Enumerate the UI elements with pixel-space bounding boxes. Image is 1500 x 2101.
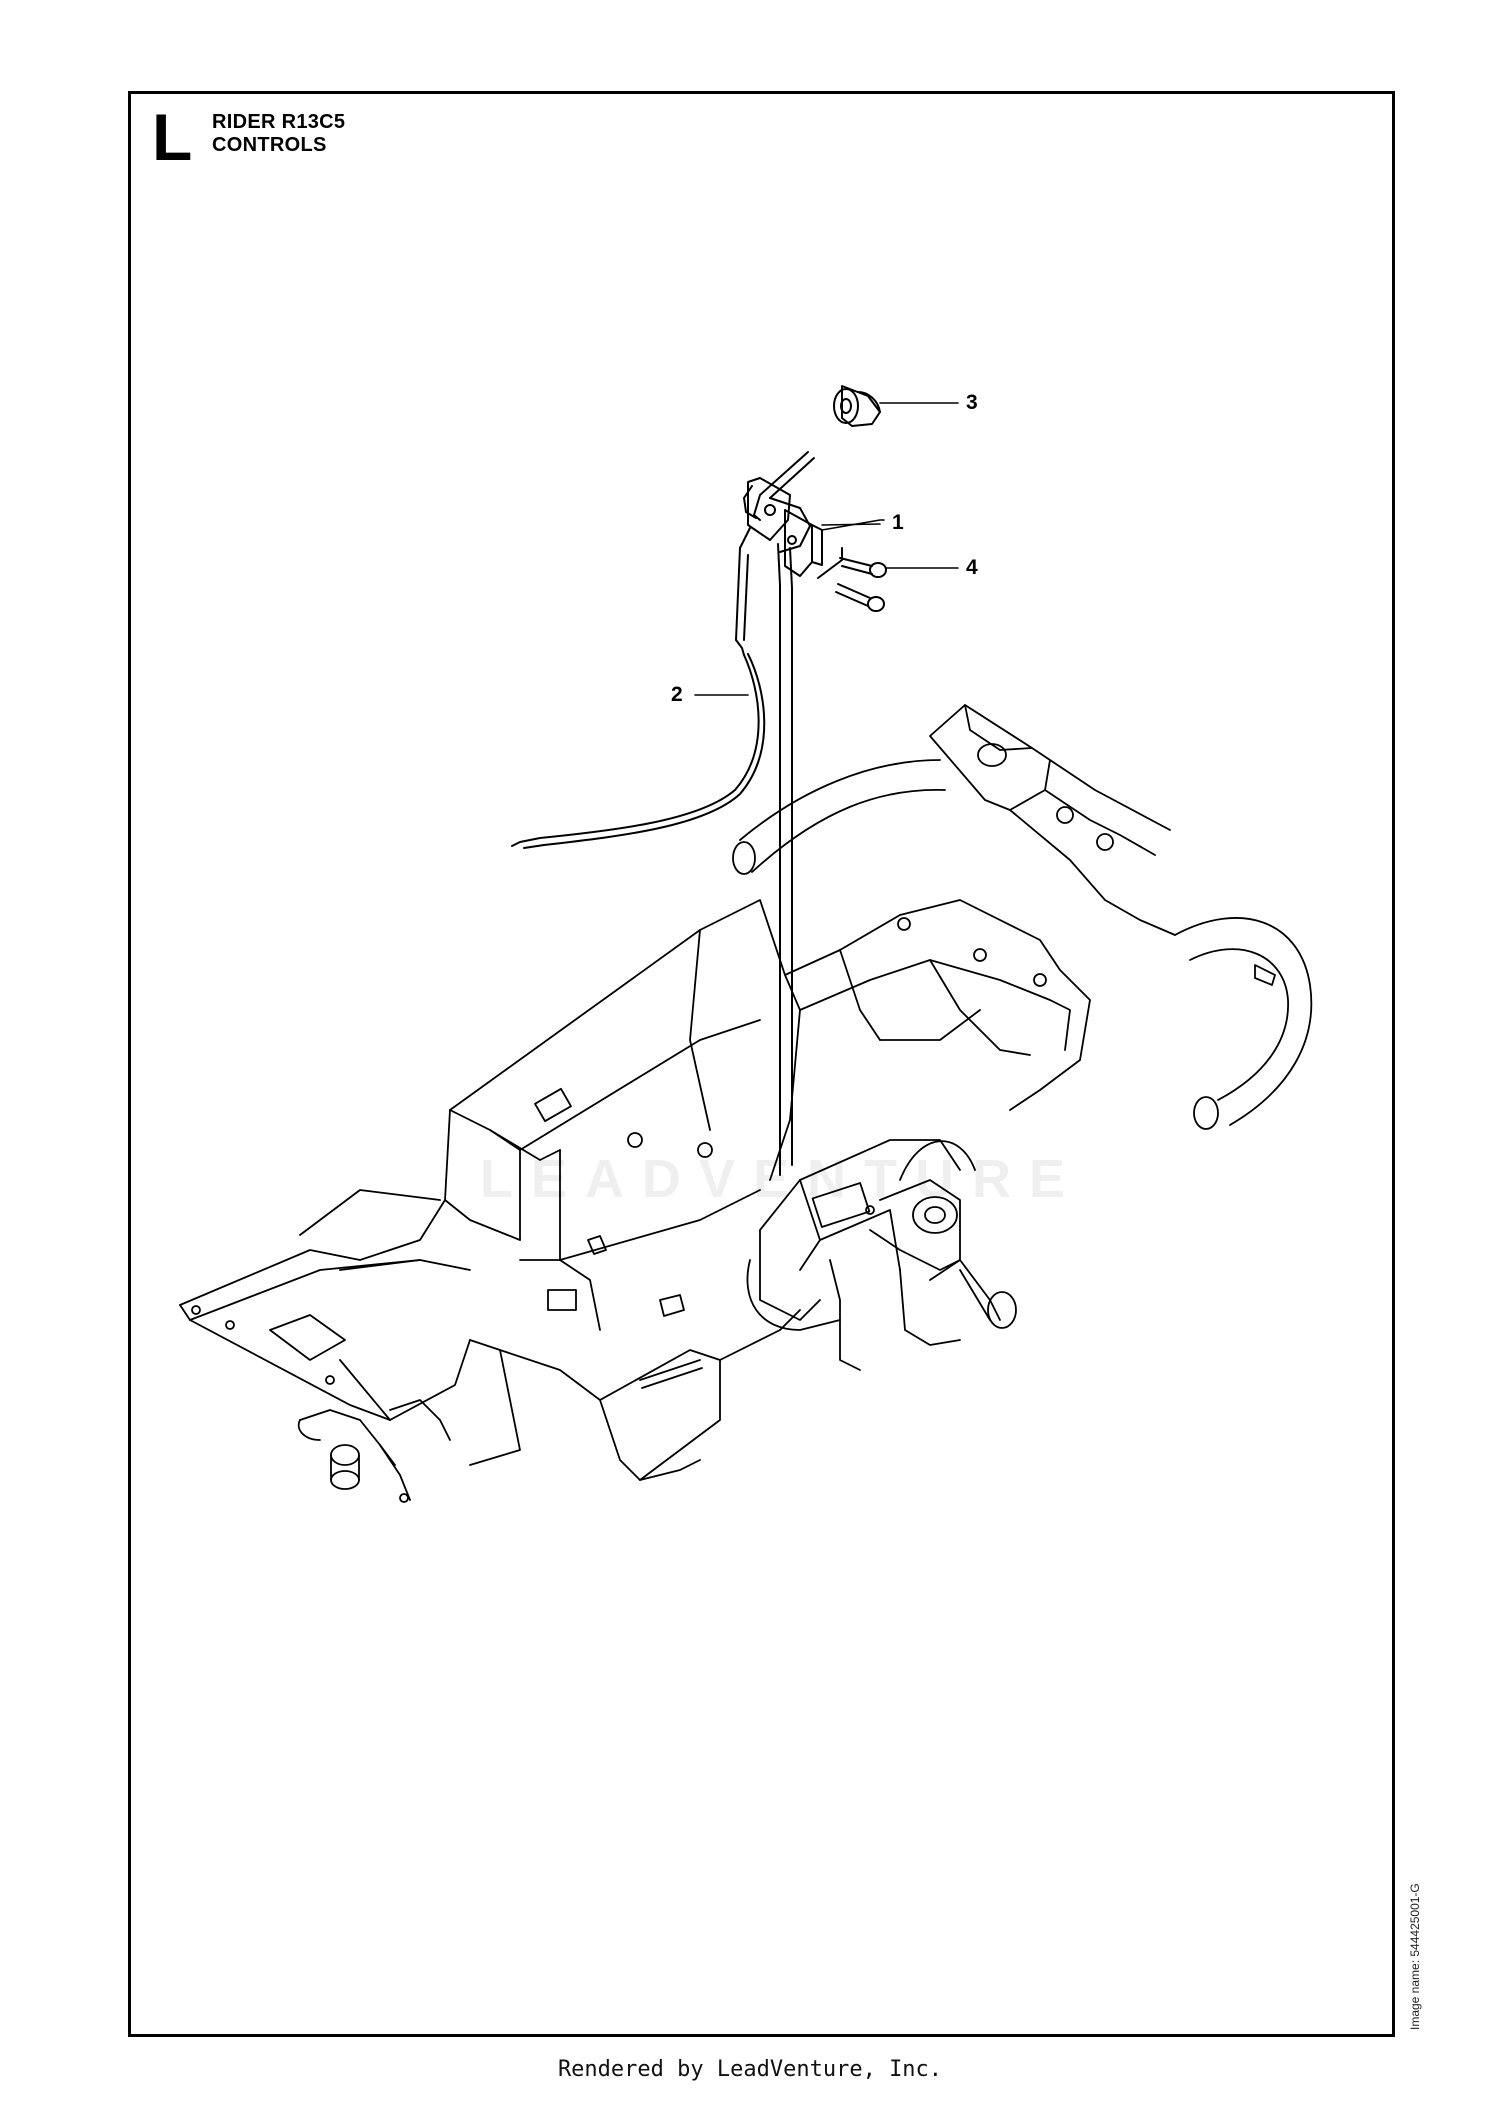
leader-lines <box>694 402 959 696</box>
callout-2[interactable]: 2 <box>671 683 683 706</box>
cable-part[interactable] <box>511 639 766 849</box>
control-rod <box>779 584 793 1176</box>
diagram-frame <box>128 91 1395 2037</box>
knob-part[interactable] <box>833 385 881 427</box>
screw-part[interactable] <box>817 547 887 612</box>
title-model: RIDER R13C5 <box>212 111 346 133</box>
footer-credit: Rendered by LeadVenture, Inc. <box>557 2057 943 2082</box>
callout-4[interactable]: 4 <box>966 556 978 579</box>
callout-3[interactable]: 3 <box>966 391 978 414</box>
leader-line-1 <box>821 519 885 531</box>
callout-1[interactable]: 1 <box>892 511 904 534</box>
section-letter: L <box>152 100 193 174</box>
chassis-frame <box>179 704 1313 1503</box>
lever-bracket-part[interactable] <box>735 451 823 641</box>
title-section: CONTROLS <box>212 134 327 156</box>
title-block: RIDER R13C5 CONTROLS <box>212 111 345 157</box>
image-name-label: Image name: 544425001-G <box>1408 1883 1422 2030</box>
watermark-text: LEADVENTURE <box>480 1149 1084 1209</box>
